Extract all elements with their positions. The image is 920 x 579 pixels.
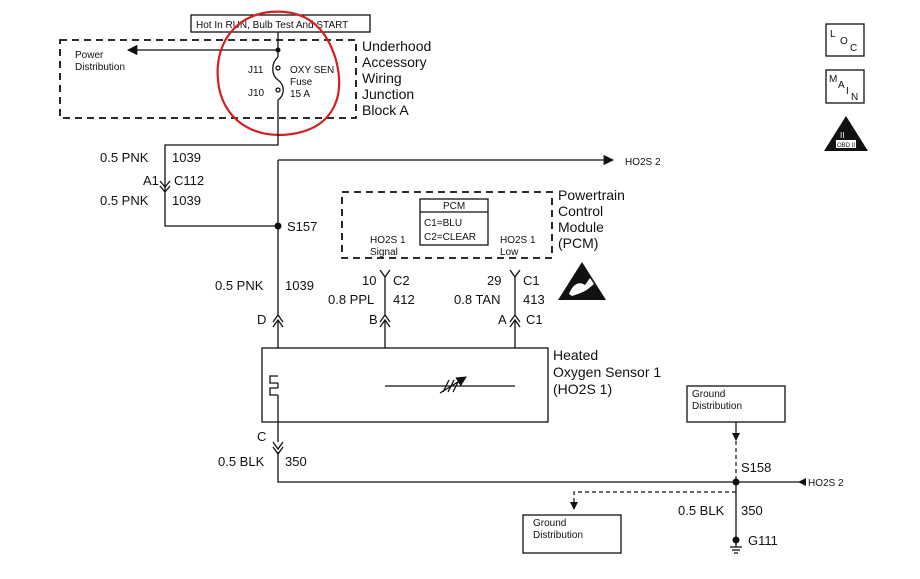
svg-text:A: A bbox=[838, 80, 845, 91]
svg-text:Accessory: Accessory bbox=[362, 54, 427, 70]
ho2s1-low-label: HO2S 1 bbox=[500, 235, 536, 246]
oxy-sen-fuse-symbol bbox=[272, 56, 284, 101]
signal-wire: 10 C2 0.8 PPL 412 B bbox=[328, 269, 415, 386]
svg-text:1039: 1039 bbox=[172, 193, 201, 208]
svg-text:C1: C1 bbox=[523, 273, 540, 288]
annotation-circle bbox=[216, 10, 341, 137]
low-wire: 29 C1 0.8 TAN 413 A C1 bbox=[454, 269, 545, 386]
svg-text:0.5 PNK: 0.5 PNK bbox=[100, 150, 149, 165]
ho2s1-signal-label: HO2S 1 bbox=[370, 235, 406, 246]
svg-text:1039: 1039 bbox=[285, 278, 314, 293]
ho2s1-sensor: Heated Oxygen Sensor 1 (HO2S 1) bbox=[261, 347, 661, 423]
svg-text:I: I bbox=[846, 86, 849, 97]
ho2s2-top-label: HO2S 2 bbox=[625, 157, 661, 168]
sensor-pin-b: B bbox=[369, 312, 378, 327]
variable-resistor-symbol bbox=[437, 376, 467, 394]
svg-text:Distribution: Distribution bbox=[533, 530, 583, 541]
loc-icon: L O C bbox=[825, 23, 865, 57]
svg-text:10: 10 bbox=[362, 273, 376, 288]
pcm-boundary bbox=[341, 191, 553, 259]
sensor-pin-a: A bbox=[498, 312, 507, 327]
sensor-pin-c: C bbox=[257, 429, 266, 444]
svg-text:350: 350 bbox=[285, 454, 307, 469]
fuse-label: OXY SEN bbox=[290, 65, 334, 76]
svg-text:Ground: Ground bbox=[533, 518, 566, 529]
power-distribution-label: Power bbox=[75, 50, 104, 61]
svg-text:C1: C1 bbox=[526, 312, 543, 327]
svg-text:A1: A1 bbox=[143, 173, 159, 188]
sensor-pin-d: D bbox=[257, 312, 266, 327]
svg-text:Distribution: Distribution bbox=[692, 401, 742, 412]
svg-text:Control: Control bbox=[558, 203, 603, 219]
fuse-block-boundary bbox=[59, 39, 357, 119]
svg-text:0.5 BLK: 0.5 BLK bbox=[678, 503, 725, 518]
svg-text:C2=CLEAR: C2=CLEAR bbox=[424, 232, 476, 243]
svg-text:M: M bbox=[829, 74, 837, 85]
feed-wire: 0.5 PNK 1039 A1 C112 0.5 PNK 1039 bbox=[100, 100, 279, 227]
svg-text:0.8 PPL: 0.8 PPL bbox=[328, 292, 374, 307]
svg-text:0.5 BLK: 0.5 BLK bbox=[218, 454, 265, 469]
c112-connector-symbol bbox=[159, 180, 171, 194]
ground-g111: 0.5 BLK 350 G111 bbox=[678, 482, 778, 554]
svg-text:G111: G111 bbox=[748, 533, 778, 548]
svg-text:(PCM): (PCM) bbox=[558, 235, 598, 251]
esd-warning-icon bbox=[558, 262, 606, 300]
svg-text:O: O bbox=[840, 36, 848, 47]
svg-text:OBD II: OBD II bbox=[837, 143, 855, 149]
pcm: PCM C1=BLU C2=CLEAR HO2S 1 Signal HO2S 1… bbox=[341, 187, 625, 300]
svg-text:Wiring: Wiring bbox=[362, 70, 402, 86]
fuse-block-header: Hot In RUN, Bulb Test And START bbox=[196, 20, 348, 31]
svg-text:Module: Module bbox=[558, 219, 604, 235]
svg-text:(HO2S 1): (HO2S 1) bbox=[553, 381, 612, 397]
ho2s2-right-label: HO2S 2 bbox=[808, 478, 844, 489]
svg-text:Signal: Signal bbox=[370, 247, 398, 258]
svg-text:Distribution: Distribution bbox=[75, 62, 125, 73]
svg-text:C2: C2 bbox=[393, 273, 410, 288]
svg-text:Block A: Block A bbox=[362, 102, 409, 118]
svg-text:0.8 TAN: 0.8 TAN bbox=[454, 292, 500, 307]
svg-text:1039: 1039 bbox=[172, 150, 201, 165]
ground-distribution-top: Ground Distribution bbox=[686, 385, 786, 482]
svg-text:412: 412 bbox=[393, 292, 415, 307]
sensor-name: Heated bbox=[553, 347, 598, 363]
svg-text:L: L bbox=[830, 29, 836, 40]
svg-text:S158: S158 bbox=[741, 460, 771, 475]
terminal-j10: J10 bbox=[248, 88, 265, 99]
svg-text:413: 413 bbox=[523, 292, 545, 307]
heater-feed-wire: 0.5 PNK 1039 D bbox=[215, 226, 314, 376]
svg-text:N: N bbox=[851, 92, 858, 103]
terminal-j11: J11 bbox=[248, 65, 264, 76]
svg-text:S157: S157 bbox=[287, 219, 317, 234]
pcm-connector-box bbox=[419, 198, 489, 246]
heater-element-symbol bbox=[269, 375, 278, 396]
fuse-block: Hot In RUN, Bulb Test And START Power Di… bbox=[59, 14, 431, 119]
svg-text:C: C bbox=[850, 43, 857, 54]
svg-text:15 A: 15 A bbox=[290, 89, 310, 100]
svg-text:350: 350 bbox=[741, 503, 763, 518]
svg-text:PCM: PCM bbox=[443, 201, 465, 212]
svg-text:29: 29 bbox=[487, 273, 501, 288]
obd-ii-icon: II OBD II bbox=[824, 116, 868, 151]
svg-text:C1=BLU: C1=BLU bbox=[424, 218, 462, 229]
svg-text:Oxygen Sensor 1: Oxygen Sensor 1 bbox=[553, 364, 661, 380]
connector-c112: C112 bbox=[174, 173, 204, 188]
ground-distribution-bottom: Ground Distribution bbox=[522, 491, 736, 554]
sensor-body bbox=[261, 347, 549, 423]
svg-text:Fuse: Fuse bbox=[290, 77, 313, 88]
fuse-block-name: Underhood bbox=[362, 38, 431, 54]
svg-text:Low: Low bbox=[500, 247, 519, 258]
svg-text:Junction: Junction bbox=[362, 86, 414, 102]
ho2s2-right-arrow bbox=[798, 478, 806, 486]
svg-text:0.5 PNK: 0.5 PNK bbox=[215, 278, 264, 293]
svg-text:II: II bbox=[840, 131, 844, 140]
svg-text:0.5 PNK: 0.5 PNK bbox=[100, 193, 149, 208]
main-icon: M A I N bbox=[825, 69, 865, 104]
sensor-ground-wire: C 0.5 BLK 350 bbox=[218, 395, 736, 483]
pcm-name: Powertrain bbox=[558, 187, 625, 203]
svg-text:Ground: Ground bbox=[692, 389, 725, 400]
